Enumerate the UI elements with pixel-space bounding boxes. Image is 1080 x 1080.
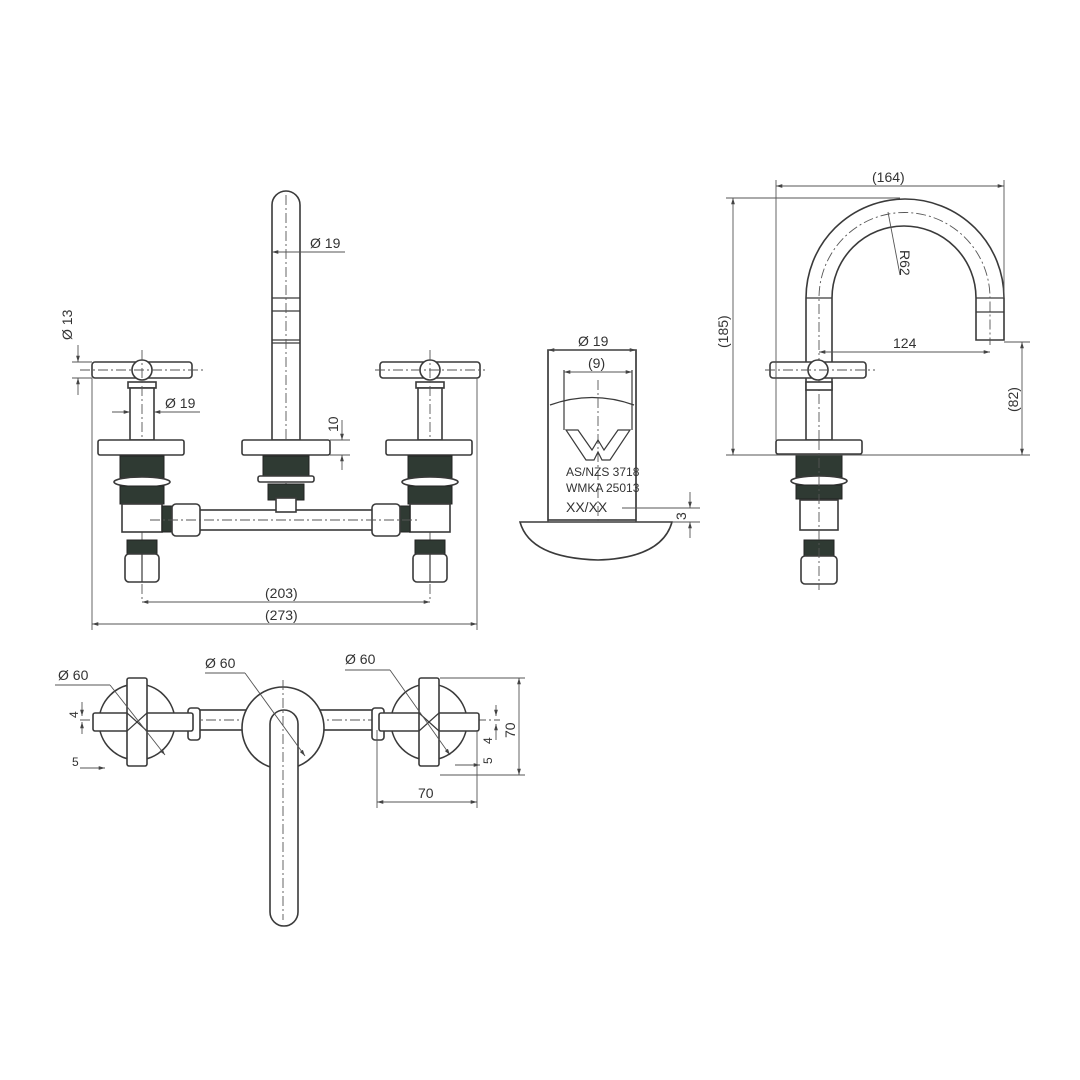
spout [241, 190, 331, 520]
handle-bar-diameter-label: Ø 13 [59, 309, 75, 340]
left-handle [80, 350, 205, 600]
date-code: XX/XX [566, 499, 608, 515]
left-offset-b-label: 5 [72, 755, 79, 769]
height-overall-label: (185) [715, 315, 731, 348]
handle-depth-label: 70 [502, 722, 518, 738]
left-flange-diameter-label: Ø 60 [58, 667, 89, 683]
aerator-outer-diameter-label: Ø 19 [578, 333, 609, 349]
top-view: Ø 60 Ø 60 Ø 60 4 5 4 5 70 70 [55, 651, 525, 927]
right-offset-b-label: 5 [481, 757, 495, 764]
aerator-outlet-width-label: (9) [588, 355, 605, 371]
spout-reach-label: 124 [893, 335, 917, 351]
handle-body-diameter-label: Ø 19 [165, 395, 196, 411]
front-dimensions: Ø 19 Ø 13 Ø 19 10 (203) (273) [59, 235, 478, 630]
right-handle [375, 350, 485, 600]
spout-diameter-label: Ø 19 [310, 235, 341, 251]
flange-thickness-label: 10 [325, 416, 341, 432]
left-offset-a-label: 4 [67, 711, 81, 718]
aerator-lip-height-label: 3 [673, 512, 689, 520]
right-flange-diameter-label: Ø 60 [345, 651, 376, 667]
standard-line1: AS/NZS 3718 [566, 465, 640, 479]
right-offset-a-label: 4 [481, 737, 495, 744]
bend-radius-label: R62 [897, 250, 913, 276]
handle-centres-label: (203) [265, 585, 298, 601]
overall-width-label: (273) [265, 607, 298, 623]
standard-line2: WMKA 25013 [566, 481, 640, 495]
reach-overall-label: (164) [872, 169, 905, 185]
side-view: (164) (185) R62 124 (82) [715, 169, 1030, 590]
centre-flange-diameter-label: Ø 60 [205, 655, 236, 671]
aerator-detail: AS/NZS 3718 WMKA 25013 XX/XX Ø 19 (9) 3 [518, 333, 700, 561]
handle-length-label: 70 [418, 785, 434, 801]
front-view: Ø 19 Ø 13 Ø 19 10 (203) (273) [59, 190, 485, 630]
spout-outlet-height-label: (82) [1005, 387, 1021, 412]
connecting-pipe [150, 497, 420, 537]
